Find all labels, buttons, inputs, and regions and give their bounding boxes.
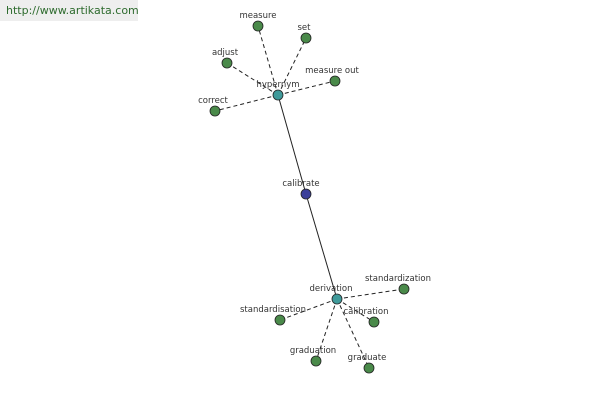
label-leaf-set: set <box>298 23 312 33</box>
edge-hypernym-set <box>277 37 307 96</box>
label-leaf-graduation: graduation <box>290 346 336 356</box>
edge-hypernym-measure <box>257 25 279 96</box>
label-leaf-adjust: adjust <box>212 48 239 58</box>
edge-hypernym-measure-out <box>277 80 336 96</box>
watermark-url: http://www.artikata.com <box>0 0 139 21</box>
graph-edges <box>214 25 405 369</box>
node-leaf-adjust[interactable] <box>221 57 233 69</box>
label-leaf-graduate: graduate <box>348 353 387 363</box>
label-leaf-measure: measure <box>239 11 276 21</box>
edge-center-hypernym <box>277 94 307 195</box>
node-leaf-measure[interactable] <box>252 20 264 32</box>
label-leaf-standardization: standardization <box>365 274 431 284</box>
edge-hypernym-correct <box>214 94 279 112</box>
node-center[interactable] <box>300 188 312 200</box>
label-hub-derivation: derivation <box>309 284 352 294</box>
edge-derivation-graduation <box>315 298 338 362</box>
edge-derivation-calibration <box>336 298 375 323</box>
edge-derivation-standardization <box>336 288 405 300</box>
edge-derivation-standardisation <box>279 298 338 321</box>
node-leaf-correct[interactable] <box>209 105 221 117</box>
node-leaf-standardization[interactable] <box>398 283 410 295</box>
label-leaf-calibration: calibration <box>344 307 389 317</box>
node-hub-hypernym[interactable] <box>272 89 284 101</box>
edge-derivation-graduate <box>336 298 370 369</box>
node-leaf-graduation[interactable] <box>310 355 322 367</box>
label-center: calibrate <box>282 179 319 189</box>
label-hub-hypernym: hypernym <box>256 80 299 90</box>
node-leaf-standardisation[interactable] <box>274 314 286 326</box>
graph-nodes <box>209 20 410 374</box>
node-leaf-set[interactable] <box>300 32 312 44</box>
label-leaf-standardisation: standardisation <box>240 305 306 315</box>
graph-labels: calibrate hypernym derivation measure se… <box>198 11 431 363</box>
node-leaf-graduate[interactable] <box>363 362 375 374</box>
edge-hypernym-adjust <box>226 62 279 96</box>
node-leaf-calibration[interactable] <box>368 316 380 328</box>
edge-center-derivation <box>305 193 338 300</box>
label-leaf-measure-out: measure out <box>305 66 359 76</box>
label-leaf-correct: correct <box>198 96 228 106</box>
node-leaf-measure-out[interactable] <box>329 75 341 87</box>
node-hub-derivation[interactable] <box>331 293 343 305</box>
